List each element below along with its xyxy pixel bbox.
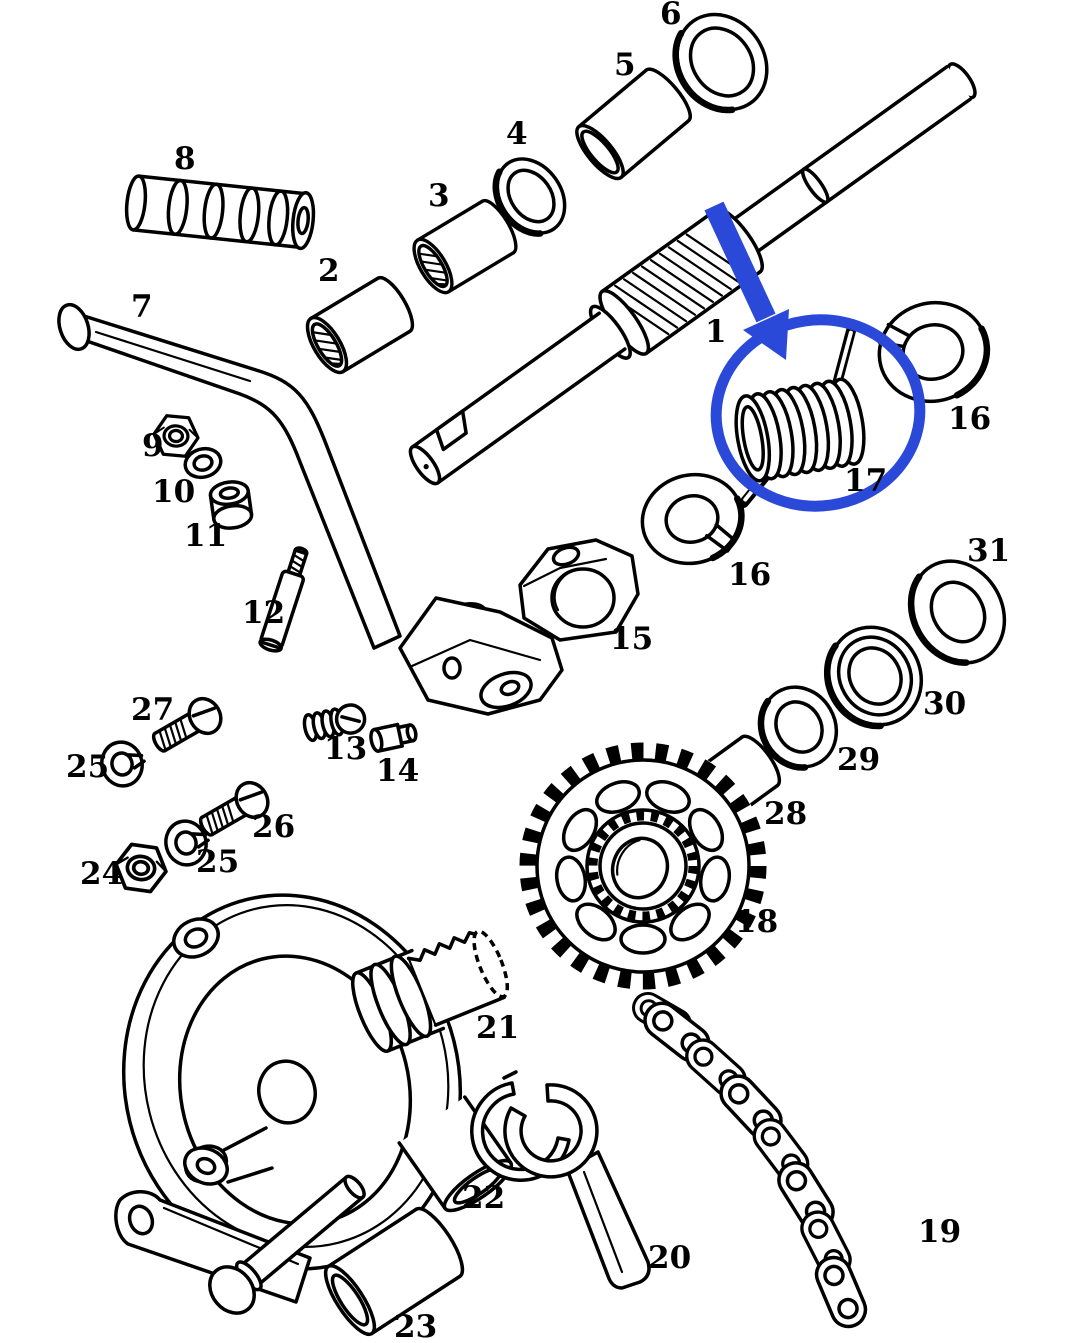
part-label-10: 10: [152, 474, 195, 510]
part-label-20: 20: [648, 1240, 691, 1276]
part-13-spring-screw-illustration: [302, 703, 367, 743]
part-31-washer-illustration: [907, 559, 1007, 666]
part-label-21: 21: [476, 1010, 519, 1046]
part-label-6: 6: [660, 0, 682, 32]
part-label-15: 15: [610, 621, 653, 657]
part-label-16: 16: [948, 401, 991, 437]
part-6-ring-illustration: [672, 12, 769, 114]
part-1-shaft-illustration: [408, 62, 977, 486]
part-7-kick-lever-illustration: [57, 302, 564, 716]
part-30-seal-illustration: [823, 625, 924, 730]
part-label-27: 27: [131, 692, 174, 728]
clevis-pin-illustration: [208, 1174, 366, 1315]
part-label-25: 25: [196, 844, 239, 880]
part-19-chain-illustration: [626, 986, 873, 1334]
part-label-19: 19: [918, 1214, 961, 1250]
part-label-1: 1: [705, 314, 727, 350]
part-label-5: 5: [614, 47, 636, 83]
part-10-washer-illustration: [183, 446, 223, 480]
part-label-17: 17: [844, 463, 887, 499]
part-label-29: 29: [837, 742, 880, 778]
part-label-26: 26: [252, 809, 295, 845]
highlight-annotation: [704, 201, 926, 512]
part-20-fork-lever-illustration: [503, 1083, 651, 1290]
part-5-bushing-illustration: [575, 67, 692, 181]
part-label-31: 31: [967, 533, 1010, 569]
part-12-pin-illustration: [258, 546, 309, 653]
part-label-4: 4: [506, 116, 528, 152]
part-14-plunger-illustration: [369, 722, 418, 753]
part-label-22: 22: [462, 1180, 505, 1216]
part-label-13: 13: [324, 731, 367, 767]
highlight-ellipse: [710, 314, 926, 512]
part-label-7: 7: [131, 289, 153, 325]
part-label-8: 8: [174, 141, 196, 177]
part-label-23: 23: [394, 1309, 437, 1343]
part-label-9: 9: [142, 428, 164, 464]
part-label-2: 2: [318, 253, 340, 289]
part-15-stop-guide-illustration: [518, 538, 640, 642]
part-29-ring-illustration: [757, 685, 839, 771]
part-8-pedal-rubber-illustration: [124, 174, 316, 251]
part-23-bushing-illustration: [323, 1206, 465, 1337]
highlight-arrow-shaft: [704, 201, 776, 323]
part-22-clip-illustration: [470, 1070, 571, 1182]
part-label-12: 12: [242, 595, 285, 631]
part-4-ring-illustration: [492, 157, 567, 237]
part-11-spacer-illustration: [208, 480, 254, 530]
part-18-sprocket-illustration: [519, 742, 767, 990]
part-label-24: 24: [80, 856, 123, 892]
part-label-16: 16: [728, 557, 771, 593]
part-label-28: 28: [764, 796, 807, 832]
part-16-collar-right-illustration: [877, 300, 991, 404]
part-label-3: 3: [428, 178, 450, 214]
part-label-11: 11: [184, 518, 227, 554]
part-label-30: 30: [923, 686, 966, 722]
part-21-splined-shaft-illustration: [350, 929, 510, 1053]
part-label-25: 25: [66, 749, 109, 785]
part-label-18: 18: [735, 904, 778, 940]
part-label-14: 14: [376, 753, 419, 789]
